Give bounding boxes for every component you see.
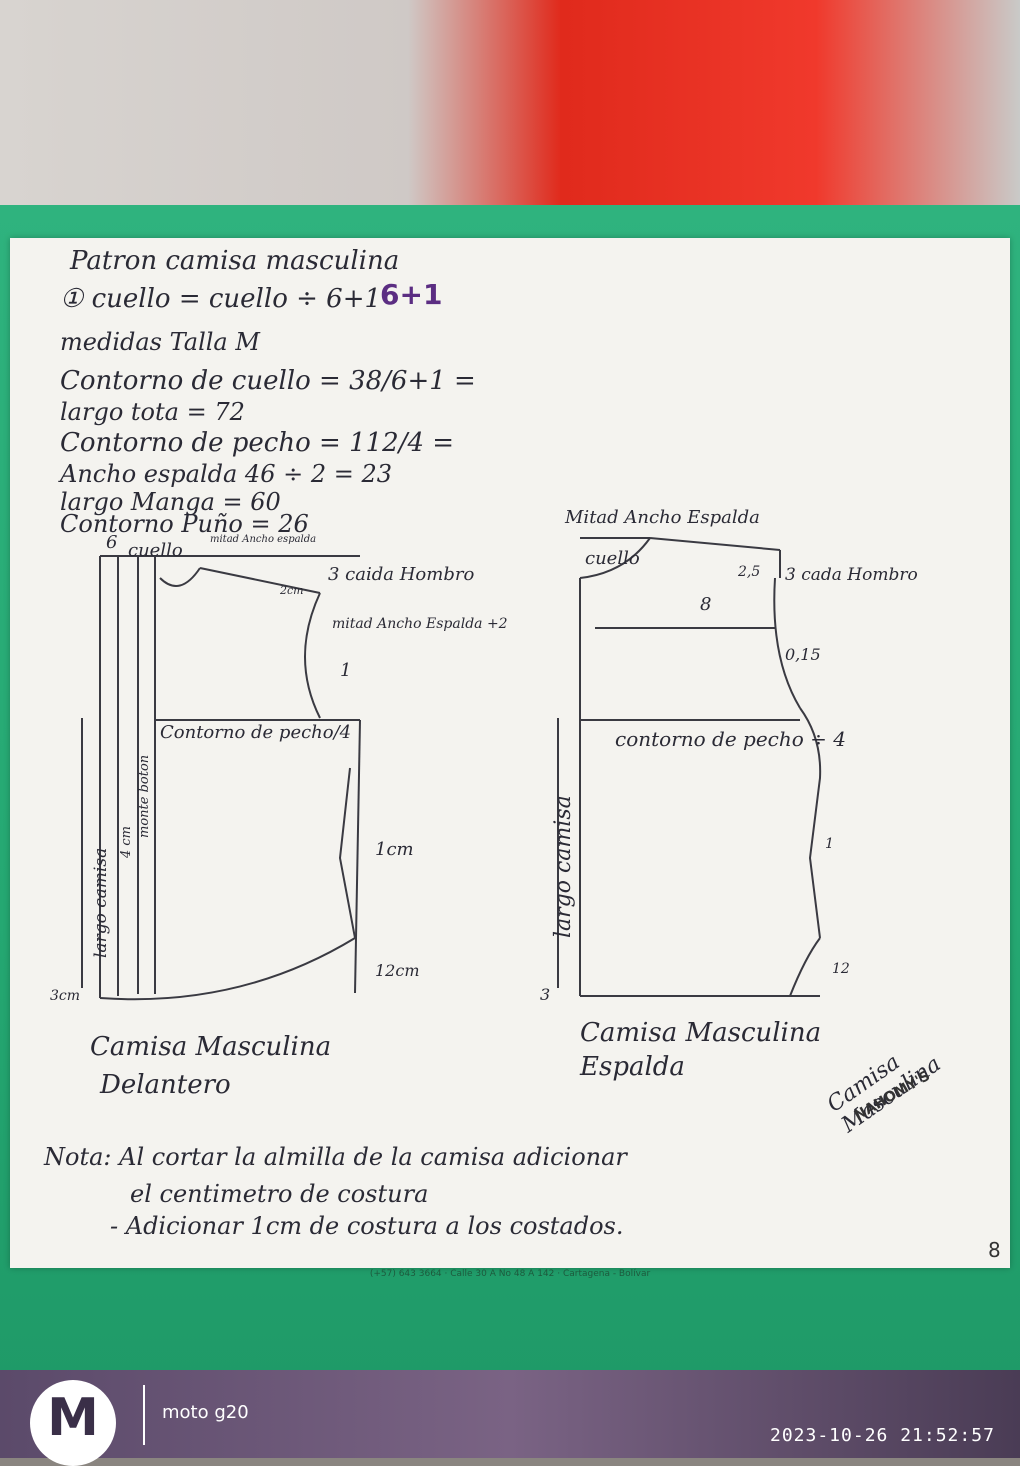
front-label-six: 6: [106, 532, 117, 553]
back-label-contorno: contorno de pecho ÷ 4: [615, 727, 846, 751]
front-label-mitad-ancho: mitad Ancho espalda: [210, 534, 316, 545]
folder-print: (+57) 643 3664 · Calle 30 A No 48 A 142 …: [369, 1269, 651, 1279]
line-contorno-cuello: Contorno de cuello = 38/6+1 =: [60, 366, 476, 396]
motorola-logo-icon: M: [30, 1380, 116, 1466]
back-label-015: 0,15: [785, 645, 821, 664]
back-label-cuello: cuello: [585, 548, 640, 569]
page-number: 8: [988, 1238, 1001, 1262]
front-label-caida: 3 caida Hombro: [328, 564, 474, 585]
front-label-12cm: 12cm: [375, 961, 420, 980]
back-label-twelve: 12: [832, 961, 850, 977]
front-label-monte-boton: monte boton: [137, 755, 152, 838]
note-line-3: - Adicionar 1cm de costura a los costado…: [110, 1212, 624, 1240]
line-largo-manga: largo Manga = 60: [60, 488, 281, 516]
line-contorno-pecho: Contorno de pecho = 112/4 =: [60, 428, 455, 458]
front-label-cuello: cuello: [128, 540, 183, 561]
back-label-largo: largo camisa: [551, 795, 576, 938]
background-cloth: [0, 1370, 1020, 1458]
front-label-1cm: 1cm: [375, 839, 414, 860]
back-caption: Camisa Masculina: [580, 1018, 822, 1048]
line-ancho-espalda: Ancho espalda 46 ÷ 2 = 23: [60, 460, 393, 488]
watermark-divider: [143, 1385, 145, 1445]
note-line-2: el centimetro de costura: [130, 1180, 429, 1208]
camera-model: moto g20: [162, 1402, 249, 1423]
front-label-mitad-ancho-2: mitad Ancho Espalda +2: [332, 616, 508, 632]
front-label-largo: largo camisa: [91, 848, 111, 958]
front-label-3cm: 3cm: [50, 988, 80, 1004]
front-label-one: 1: [340, 660, 351, 681]
front-label-contorno: Contorno de pecho/4: [160, 722, 351, 743]
line-cuello: ① cuello = cuello ÷ 6+1: [60, 284, 382, 314]
front-caption-2: Delantero: [100, 1070, 231, 1100]
photo-timestamp: 2023-10-26 21:52:57: [770, 1425, 995, 1446]
line-largo-total: largo tota = 72: [60, 398, 245, 426]
back-label-eight: 8: [700, 594, 711, 615]
line-medidas: medidas Talla M: [60, 328, 260, 356]
front-caption: Camisa Masculina: [90, 1032, 332, 1062]
pattern-sheet: Patron camisa masculina ① cuello = cuell…: [10, 238, 1010, 1268]
back-label-one: 1: [825, 836, 834, 852]
front-label-2cm: 2cm: [279, 584, 304, 597]
sheet-title: Patron camisa masculina: [70, 246, 400, 276]
back-label-25: 2,5: [737, 564, 760, 580]
purple-pen-mark: 6+1: [380, 278, 443, 311]
back-label-three: 3: [540, 985, 550, 1004]
background-fabric: [0, 0, 1020, 230]
note-line-1: Nota: Al cortar la almilla de la camisa …: [44, 1143, 627, 1171]
back-label-caida: 3 cada Hombro: [785, 565, 918, 585]
back-label-mitad-ancho: Mitad Ancho Espalda: [564, 507, 760, 528]
front-label-4cm: 4 cm: [119, 826, 134, 859]
pattern-drawing: 6 cuello mitad Ancho espalda 3 caida Hom…: [50, 507, 918, 1004]
line-contorno-puno: Contorno Puño = 26: [60, 510, 309, 538]
back-caption-2: Espalda: [580, 1052, 685, 1082]
